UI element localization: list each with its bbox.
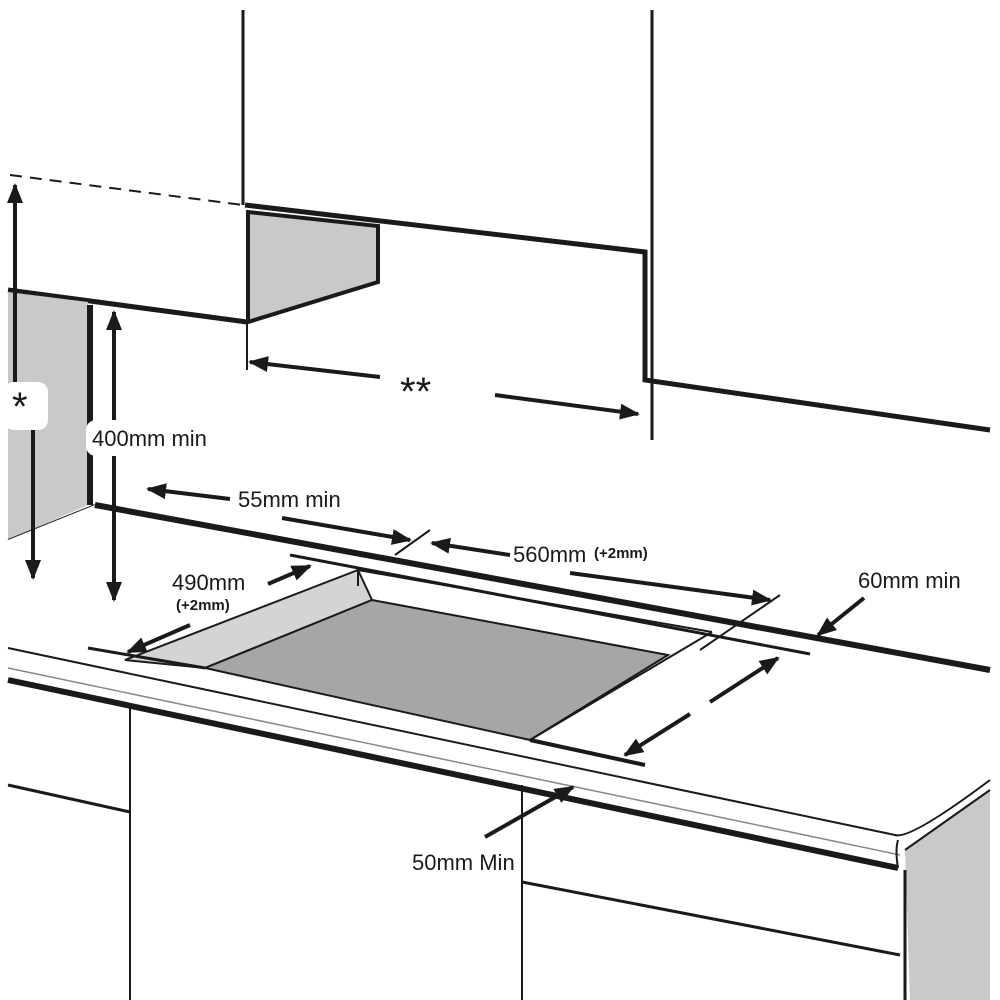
side-gap-front-arrow-down	[623, 712, 692, 757]
labels: * 400mm min ** 55mm min 560mm (+2mm) 490…	[4, 370, 961, 875]
side-gap-arrow	[816, 596, 866, 637]
lower-cabinets	[7, 705, 907, 1000]
front-gap-label: 50mm Min	[412, 850, 515, 875]
star-label-bg	[4, 382, 48, 430]
upper-cabinet	[241, 10, 991, 440]
min-height-label: 400mm min	[92, 426, 207, 451]
cutout-width-label: 560mm	[513, 542, 586, 567]
cutout-width-arrow-right	[569, 571, 772, 606]
countertop	[7, 502, 991, 1000]
double-star-arrow-left	[248, 356, 381, 379]
rear-gap-arrow-left	[146, 483, 231, 501]
side-gap-front-arrow-up	[708, 656, 780, 704]
front-gap-arrow	[484, 785, 575, 839]
star-label: *	[12, 385, 28, 429]
cutout-depth-arrow-down	[126, 623, 191, 654]
cutout-depth-tolerance: (+2mm)	[176, 597, 230, 614]
rear-gap-label: 55mm min	[238, 487, 341, 512]
min-height-label-bg	[86, 420, 236, 456]
cutout-depth-arrow-up	[267, 564, 312, 586]
dimension-lines	[6, 183, 866, 839]
double-star-label: **	[400, 370, 431, 414]
side-gap-label: 60mm min	[858, 568, 961, 593]
cutout-width-arrow-left	[430, 537, 511, 557]
cutout-depth-label: 490mm	[172, 570, 245, 595]
rear-gap-arrow-right	[281, 516, 412, 545]
left-wall-cabinet	[7, 174, 380, 370]
cutout-width-tolerance: (+2mm)	[594, 545, 648, 562]
double-star-arrow-right	[494, 393, 640, 420]
hob-cutout	[87, 553, 811, 767]
